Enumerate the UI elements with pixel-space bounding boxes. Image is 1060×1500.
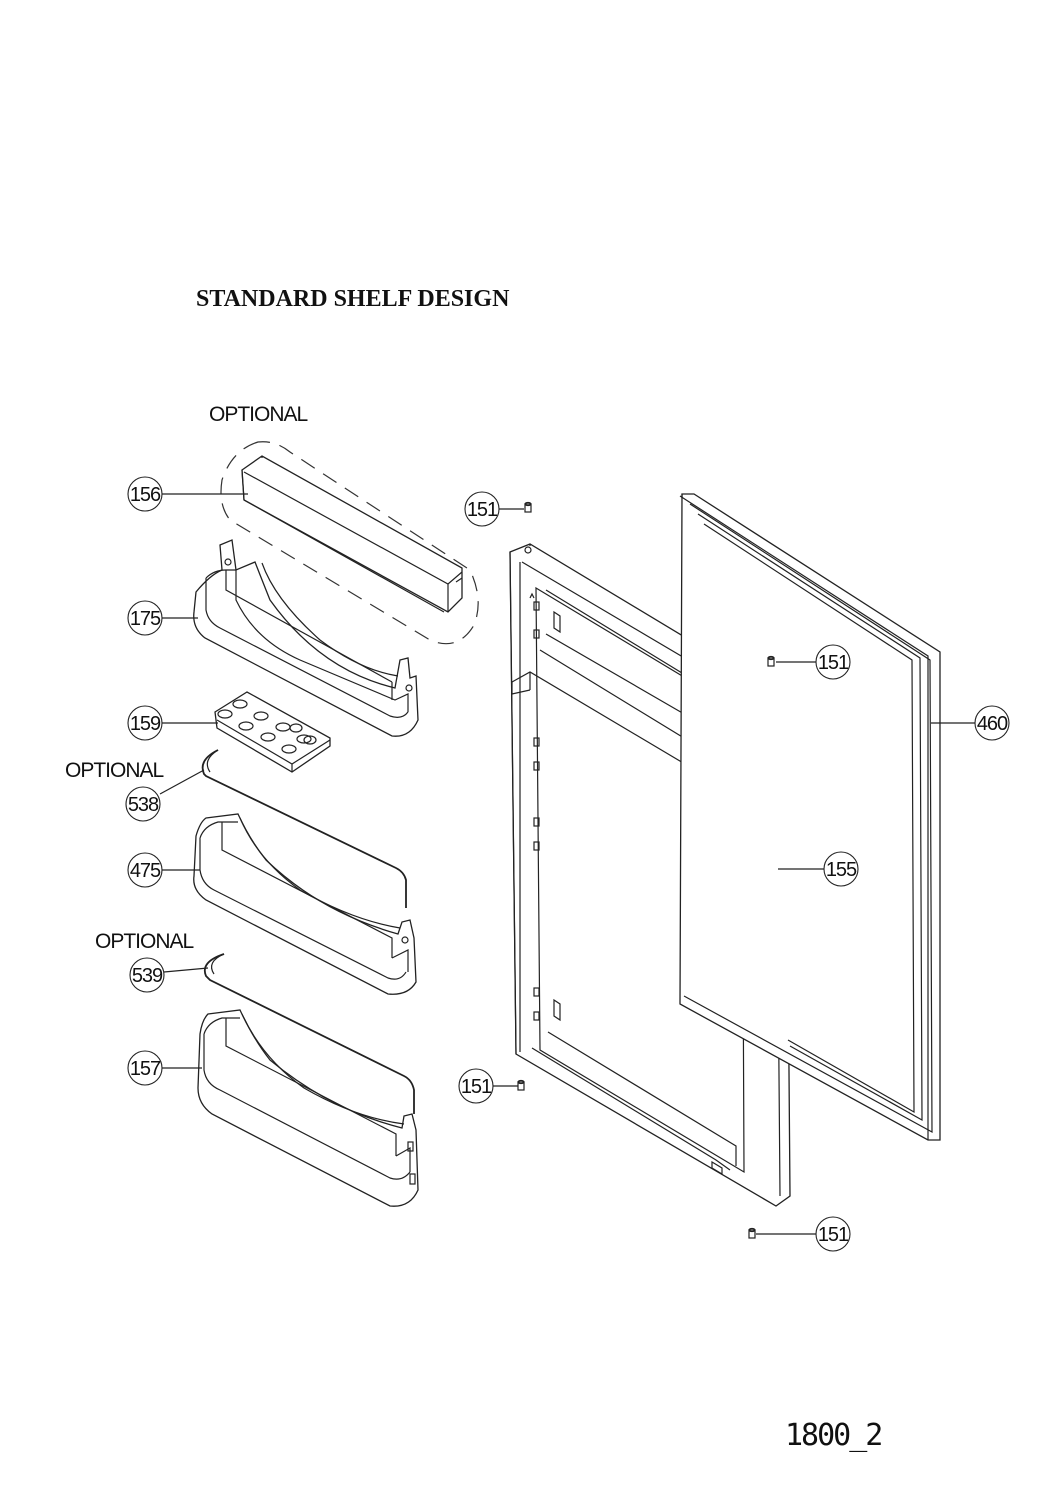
part-475-shelf bbox=[193, 813, 417, 995]
callout-159-label: 159 bbox=[130, 713, 161, 735]
callout-475-label: 475 bbox=[130, 860, 161, 882]
part-156-cover bbox=[220, 441, 479, 645]
optional-label-bottom: OPTIONAL bbox=[95, 930, 194, 953]
callout-151-mid-label: 151 bbox=[461, 1076, 492, 1098]
callout-460-label: 460 bbox=[977, 713, 1008, 735]
part-157-shelf bbox=[197, 1009, 419, 1207]
optional-label-middle: OPTIONAL bbox=[65, 759, 164, 782]
callout-155: 155 bbox=[823, 851, 859, 887]
part-539-wire bbox=[203, 953, 415, 1114]
callout-151-right: 151 bbox=[815, 644, 851, 680]
callout-159: 159 bbox=[127, 705, 163, 741]
callout-151-bottom: 151 bbox=[815, 1216, 851, 1252]
callout-175-label: 175 bbox=[130, 608, 161, 630]
leader-lines bbox=[159, 493, 975, 1235]
part-159-egg-tray bbox=[214, 691, 331, 773]
callout-538-label: 538 bbox=[128, 794, 159, 816]
pin-middle bbox=[517, 1079, 525, 1091]
callout-460: 460 bbox=[974, 705, 1010, 741]
callout-475: 475 bbox=[127, 852, 163, 888]
callout-538: 538 bbox=[125, 786, 161, 822]
callout-151-bottom-label: 151 bbox=[818, 1224, 849, 1246]
callout-539-label: 539 bbox=[132, 965, 163, 987]
callout-151-top-label: 151 bbox=[467, 499, 498, 521]
part-175-shelf bbox=[193, 539, 419, 737]
callout-156: 156 bbox=[127, 476, 163, 512]
part-538-wire bbox=[201, 749, 407, 908]
part-151-pins bbox=[517, 501, 775, 1239]
callout-151-top: 151 bbox=[464, 491, 500, 527]
drawing-code: 1800_2 bbox=[785, 1418, 881, 1453]
pin-top bbox=[524, 501, 532, 513]
callout-151-mid: 151 bbox=[458, 1068, 494, 1104]
pin-right bbox=[767, 655, 775, 667]
callout-155-label: 155 bbox=[826, 859, 857, 881]
part-460-gasket bbox=[679, 493, 941, 1141]
pin-bottom bbox=[748, 1227, 756, 1239]
callout-157-label: 157 bbox=[130, 1058, 161, 1080]
diagram-title: STANDARD SHELF DESIGN bbox=[196, 286, 510, 312]
callout-175: 175 bbox=[127, 600, 163, 636]
callout-151-right-label: 151 bbox=[818, 652, 849, 674]
optional-label-top: OPTIONAL bbox=[209, 403, 308, 426]
callout-157: 157 bbox=[127, 1050, 163, 1086]
callout-539: 539 bbox=[129, 957, 165, 993]
callout-156-label: 156 bbox=[130, 484, 161, 506]
